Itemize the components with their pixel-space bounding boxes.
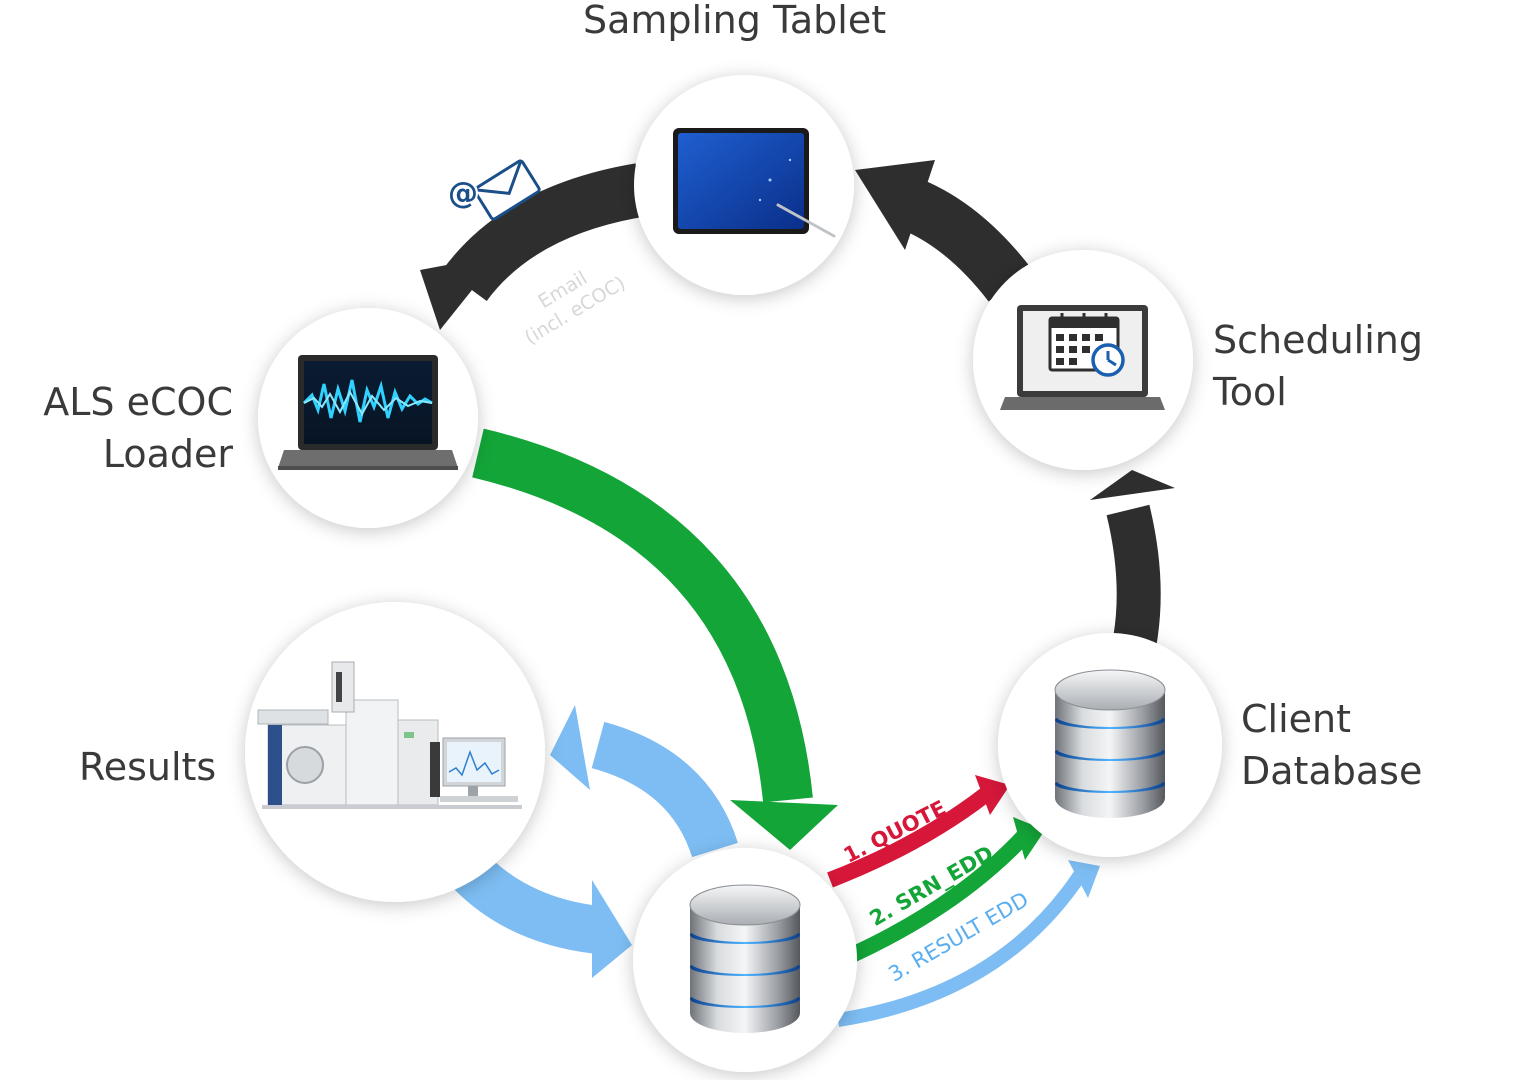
- arrow-results-to-central-db: [441, 844, 632, 978]
- svg-text:@: @: [448, 176, 478, 211]
- arrow-result-edd: [836, 860, 1100, 1027]
- email-at-icon: @: [448, 159, 541, 221]
- arrow-client-db-to-scheduling: [1090, 470, 1175, 644]
- client-database-label-line1: Client: [1241, 697, 1352, 741]
- database-icon: [1054, 669, 1166, 818]
- arrow-central-db-to-results: [550, 705, 738, 858]
- arrow-quote: [827, 775, 1010, 888]
- scheduling-tool-label-line2: Tool: [1213, 370, 1287, 414]
- arrow-tablet-to-loader: [420, 163, 645, 330]
- tablet-icon: [673, 128, 836, 238]
- lab-instrument-icon: [257, 661, 522, 809]
- email-arrow-label: Email (incl. eCOC): [521, 267, 629, 349]
- ecoc-loader-label-line1: ALS eCOC: [43, 380, 233, 424]
- sampling-tablet-label: Sampling Tablet: [583, 0, 887, 42]
- arrow-loader-to-central-db: [472, 428, 838, 850]
- calendar-laptop-icon: [1000, 305, 1165, 410]
- client-database-label-line2: Database: [1241, 749, 1423, 793]
- ecoc-loader-label-line2: Loader: [102, 432, 233, 476]
- ecoc-loader-label: ALS eCOC Loader: [0, 376, 233, 480]
- scheduling-tool-label-line1: Scheduling: [1213, 318, 1424, 362]
- waveform-laptop-icon: [278, 355, 458, 470]
- arrow-scheduling-to-tablet: [855, 160, 1032, 302]
- scheduling-tool-label: Scheduling Tool: [1213, 314, 1423, 418]
- central-database-icon: [689, 884, 801, 1033]
- results-label: Results: [79, 745, 217, 789]
- client-database-label: Client Database: [1241, 693, 1422, 797]
